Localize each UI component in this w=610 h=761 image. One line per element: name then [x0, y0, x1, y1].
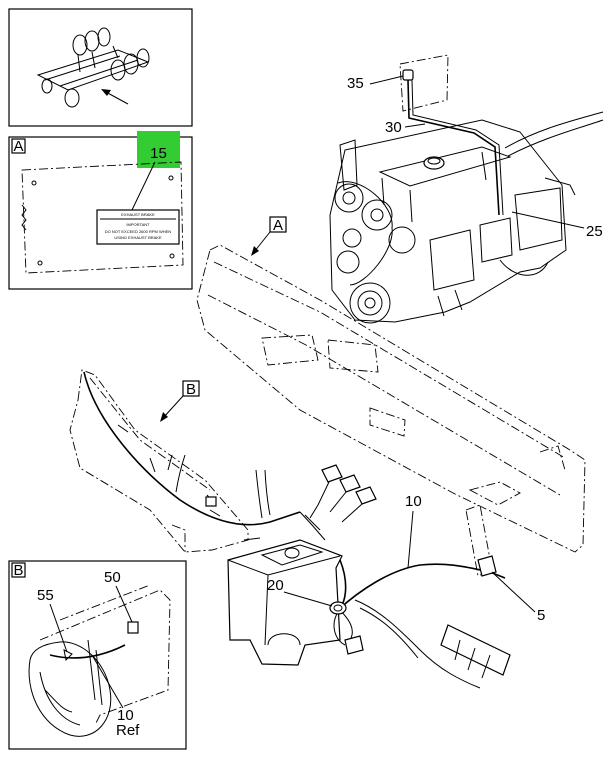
view-a-tag — [11, 138, 26, 154]
view-b-inset: B — [8, 560, 187, 750]
callout-25[interactable]: 25 — [586, 223, 603, 240]
view-a-inset: A 15 EXHAUST BRAKE IMPORTANT DO NOT EXCE… — [8, 131, 193, 290]
wire-run — [83, 371, 301, 526]
headlamp — [28, 641, 112, 737]
callout-35[interactable]: 35 — [347, 75, 364, 92]
view-b-tag-label: B — [13, 562, 23, 579]
callout-15-highlight — [137, 131, 180, 168]
view-pointer-b: B — [160, 380, 200, 422]
callout-20[interactable]: 20 — [267, 577, 284, 594]
view-b-tag — [11, 562, 26, 578]
view-pointer-a-label: A — [273, 217, 283, 234]
callout-15-leader — [131, 161, 156, 211]
locator-inset — [8, 8, 193, 127]
sensor-5[interactable] — [477, 555, 497, 577]
sensor-35[interactable] — [402, 69, 414, 81]
engine-block — [329, 119, 567, 323]
panel-outline — [21, 161, 184, 274]
view-pointer-b-label: B — [186, 381, 196, 398]
left-bumper — [69, 369, 249, 553]
engine-assembly — [329, 54, 604, 324]
decal-line-2: IMPORTANT — [126, 222, 150, 227]
harness — [227, 464, 511, 689]
callouts: 35 30 25 10 5 20 50 55 10 Ref — [37, 75, 603, 739]
crankshaft-pulley — [349, 282, 391, 324]
exhaust-pipe — [504, 111, 604, 157]
locator-arrow — [101, 89, 129, 105]
callout-30[interactable]: 30 — [385, 119, 402, 136]
callout-15[interactable]: 15 — [150, 145, 167, 162]
bumper-panel — [196, 244, 586, 553]
decal-line-4: USING EXHAUST BRAKE — [114, 235, 162, 240]
panel-assembly — [69, 244, 586, 553]
callout-5[interactable]: 5 — [537, 607, 545, 624]
grommet-20[interactable] — [329, 601, 347, 615]
decal-line-1: EXHAUST BRAKE — [121, 212, 155, 217]
sensor-tube-30 — [407, 79, 500, 216]
callout-55[interactable]: 55 — [37, 587, 54, 604]
callout-10-ref[interactable]: 10 — [117, 707, 134, 724]
callout-50[interactable]: 50 — [104, 569, 121, 586]
tie-55[interactable] — [63, 649, 73, 662]
locator-frame — [8, 8, 193, 127]
callout-10-ref-sub: Ref — [116, 722, 140, 739]
decal-line-3: DO NOT EXCEED 2600 RPM WHEN — [105, 229, 171, 234]
clip-50[interactable] — [127, 621, 139, 634]
decal-label: EXHAUST BRAKE IMPORTANT DO NOT EXCEED 26… — [96, 209, 180, 245]
callout-10[interactable]: 10 — [405, 493, 422, 510]
view-pointer-a: A — [251, 216, 287, 256]
module-box — [227, 539, 343, 666]
view-a-tag-label: A — [13, 138, 23, 155]
connector-block — [440, 624, 511, 676]
chassis-sketch — [36, 27, 150, 108]
harness-10[interactable] — [337, 559, 506, 611]
